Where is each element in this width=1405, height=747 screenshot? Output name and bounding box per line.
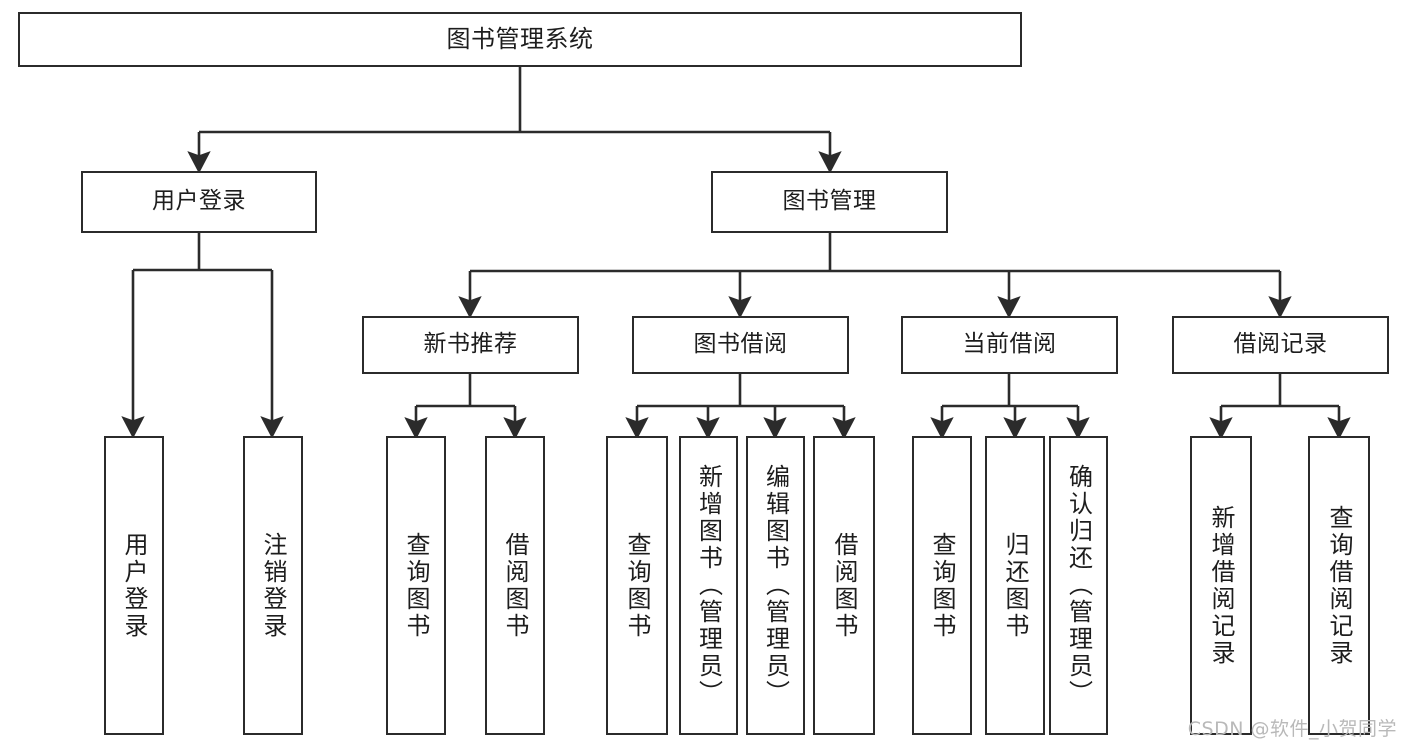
- leaf-query-book-cur[interactable]: 查询图书: [912, 436, 972, 735]
- node-book-manage-label: 图书管理: [782, 188, 877, 215]
- leaf-user-logout-label: 注销登录: [259, 531, 287, 640]
- leaf-return-book-label: 归还图书: [1001, 531, 1029, 640]
- node-new-book-rec[interactable]: 新书推荐: [362, 316, 579, 374]
- leaf-user-login-label: 用户登录: [120, 531, 148, 640]
- node-borrow-record-label: 借阅记录: [1233, 331, 1328, 358]
- leaf-confirm-return[interactable]: 确认归还（管理员）: [1049, 436, 1108, 735]
- node-root-label: 图书管理系统: [446, 25, 594, 54]
- node-user-login-label: 用户登录: [152, 188, 246, 215]
- leaf-query-book-rec-label: 查询图书: [402, 531, 430, 640]
- leaf-borrow-book[interactable]: 借阅图书: [813, 436, 875, 735]
- node-book-borrow-label: 图书借阅: [693, 331, 788, 358]
- node-borrow-record[interactable]: 借阅记录: [1172, 316, 1389, 374]
- node-book-borrow[interactable]: 图书借阅: [632, 316, 849, 374]
- leaf-query-book-cur-label: 查询图书: [928, 531, 956, 640]
- leaf-borrow-book-rec-label: 借阅图书: [501, 531, 529, 640]
- leaf-user-login[interactable]: 用户登录: [104, 436, 164, 735]
- leaf-query-book-borrow-label: 查询图书: [623, 531, 651, 640]
- node-current-borrow[interactable]: 当前借阅: [901, 316, 1118, 374]
- node-book-manage[interactable]: 图书管理: [711, 171, 948, 233]
- leaf-add-record-label: 新增借阅记录: [1207, 504, 1235, 667]
- leaf-add-book[interactable]: 新增图书（管理员）: [679, 436, 738, 735]
- node-root[interactable]: 图书管理系统: [18, 12, 1022, 67]
- leaf-edit-book[interactable]: 编辑图书（管理员）: [746, 436, 805, 735]
- node-new-book-rec-label: 新书推荐: [423, 331, 518, 358]
- leaf-user-logout[interactable]: 注销登录: [243, 436, 303, 735]
- leaf-query-record[interactable]: 查询借阅记录: [1308, 436, 1370, 735]
- leaf-confirm-return-label: 确认归还（管理员）: [1064, 464, 1093, 707]
- node-user-login[interactable]: 用户登录: [81, 171, 317, 233]
- node-current-borrow-label: 当前借阅: [962, 331, 1057, 358]
- watermark-text: CSDN @软件_小贺同学: [1187, 718, 1397, 740]
- leaf-query-book-borrow[interactable]: 查询图书: [606, 436, 668, 735]
- leaf-borrow-book-rec[interactable]: 借阅图书: [485, 436, 545, 735]
- leaf-query-record-label: 查询借阅记录: [1325, 504, 1353, 667]
- leaf-borrow-book-label: 借阅图书: [830, 531, 858, 640]
- leaf-add-book-label: 新增图书（管理员）: [694, 464, 723, 707]
- leaf-add-record[interactable]: 新增借阅记录: [1190, 436, 1252, 735]
- leaf-query-book-rec[interactable]: 查询图书: [386, 436, 446, 735]
- leaf-return-book[interactable]: 归还图书: [985, 436, 1045, 735]
- leaf-edit-book-label: 编辑图书（管理员）: [761, 464, 790, 707]
